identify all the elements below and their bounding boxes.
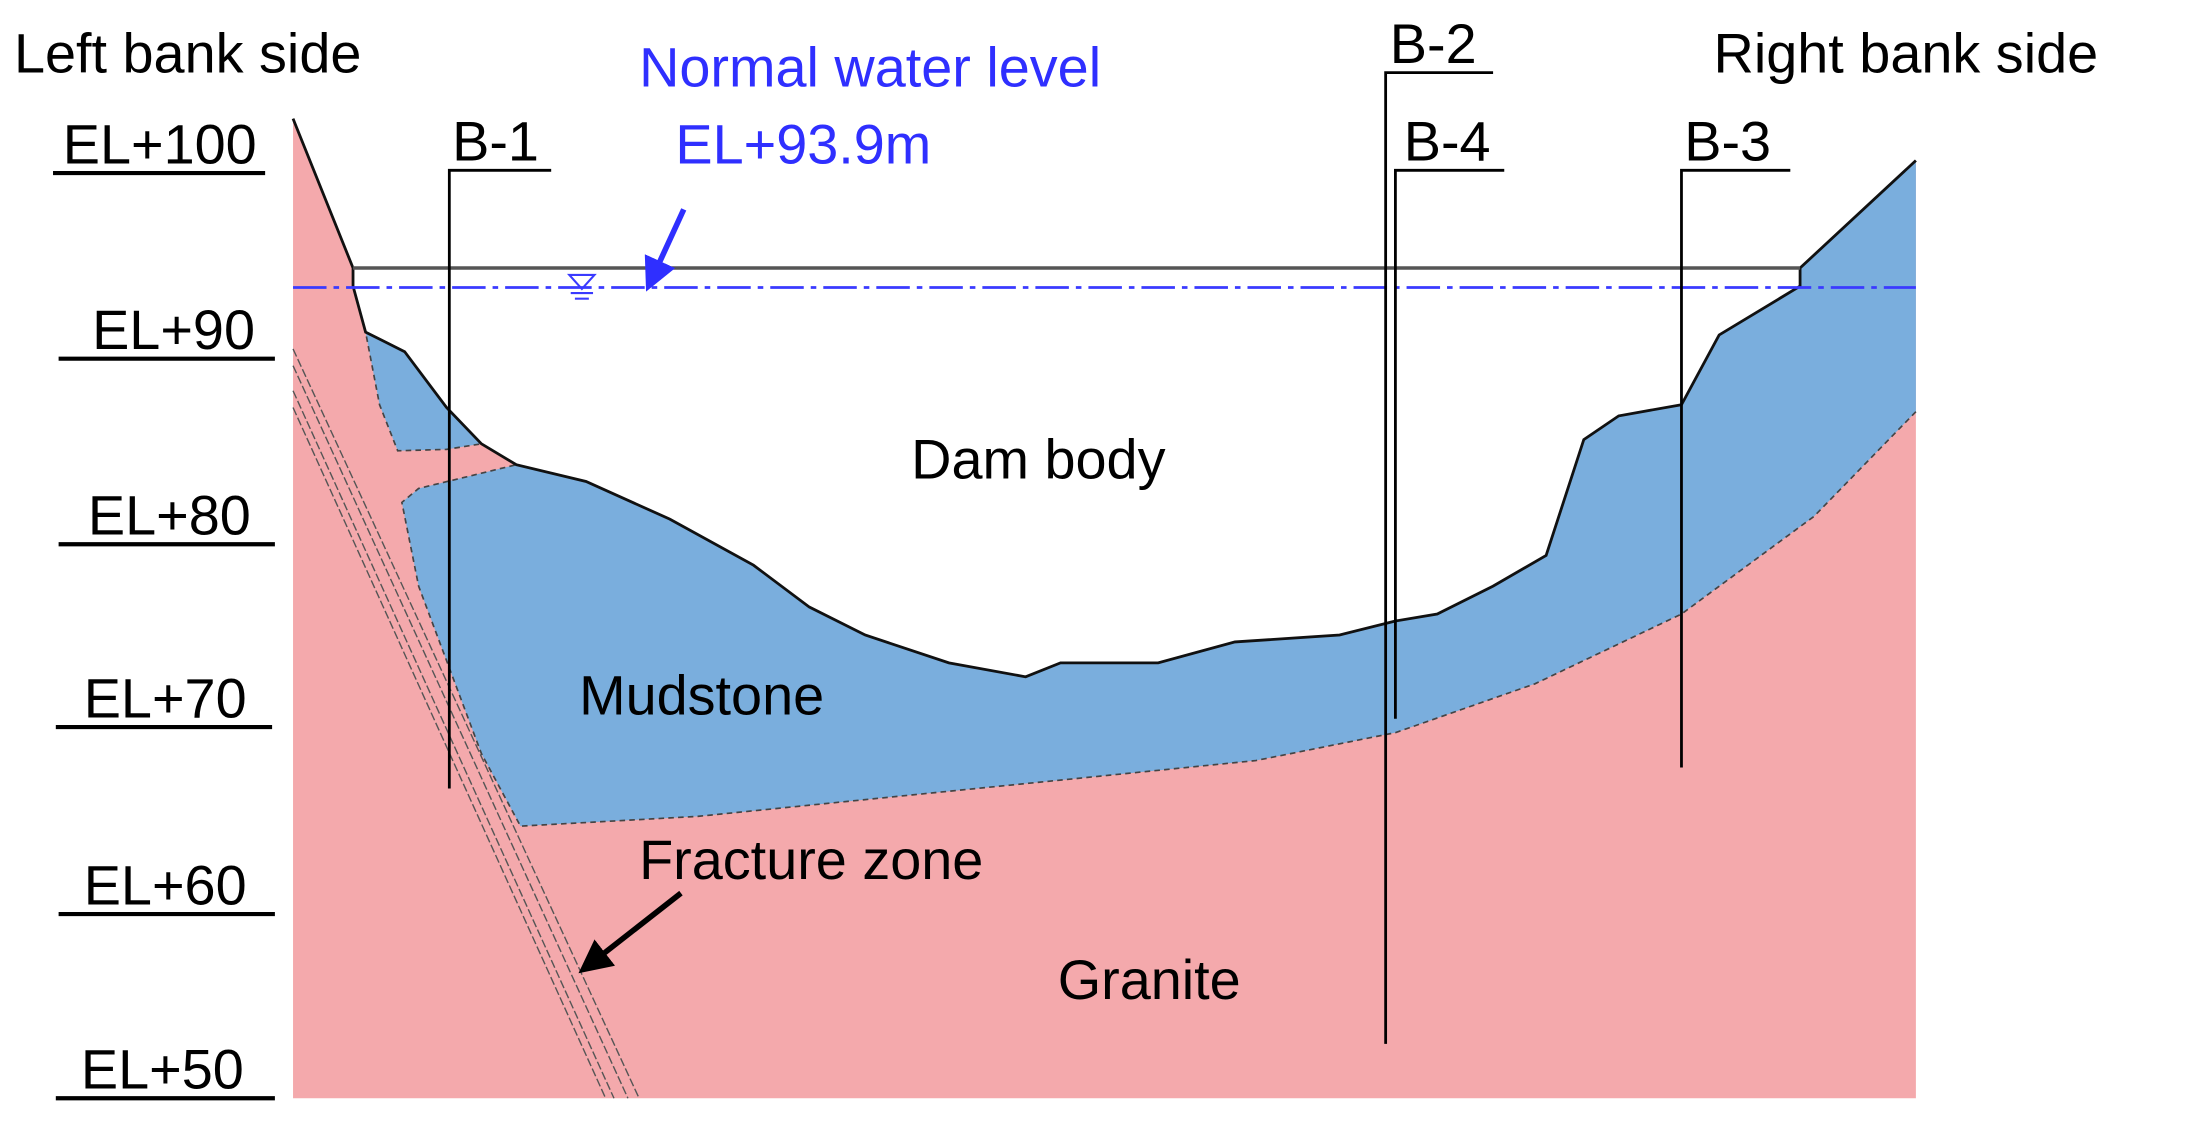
fracture-zone-arrow bbox=[578, 890, 683, 974]
right-bank-label: Right bank side bbox=[1714, 22, 2099, 85]
dam-body-label: Dam body bbox=[911, 428, 1165, 491]
borehole-label: B-2 bbox=[1390, 12, 1477, 75]
granite-label: Granite bbox=[1058, 948, 1241, 1011]
water-level-value: EL+93.9m bbox=[675, 112, 931, 175]
borehole-label: B-4 bbox=[1404, 110, 1491, 173]
borehole-b3: B-3 bbox=[1680, 110, 1791, 768]
elevation-label: EL+80 bbox=[88, 483, 251, 546]
elevation-label: EL+100 bbox=[63, 112, 257, 175]
mudstone-lens bbox=[364, 330, 484, 452]
elevation-scale: EL+100 EL+90 EL+80 EL+70 EL+60 EL+50 bbox=[53, 112, 275, 1100]
water-level-label: Normal water level bbox=[639, 36, 1101, 99]
borehole-b4: B-4 bbox=[1394, 110, 1505, 719]
elevation-label: EL+60 bbox=[84, 853, 247, 916]
granite-region bbox=[293, 118, 1916, 1099]
mudstone-label: Mudstone bbox=[579, 664, 824, 727]
elevation-label: EL+70 bbox=[84, 666, 247, 729]
borehole-b1: B-1 bbox=[447, 110, 552, 789]
elevation-label: EL+90 bbox=[92, 298, 255, 361]
water-level-symbol-icon bbox=[566, 273, 597, 300]
elevation-label: EL+50 bbox=[81, 1037, 244, 1100]
left-bank-label: Left bank side bbox=[14, 22, 361, 85]
ground-surface-line bbox=[291, 118, 1917, 679]
borehole-b2: B-2 bbox=[1384, 12, 1494, 1044]
water-level-arrow bbox=[644, 208, 687, 292]
mudstone-region bbox=[401, 160, 1916, 827]
borehole-label: B-1 bbox=[452, 110, 539, 173]
fracture-zone-label: Fracture zone bbox=[639, 828, 983, 891]
fracture-zone-lines bbox=[292, 348, 640, 1099]
borehole-label: B-3 bbox=[1684, 110, 1771, 173]
mudstone-lower-boundary bbox=[400, 411, 1917, 828]
